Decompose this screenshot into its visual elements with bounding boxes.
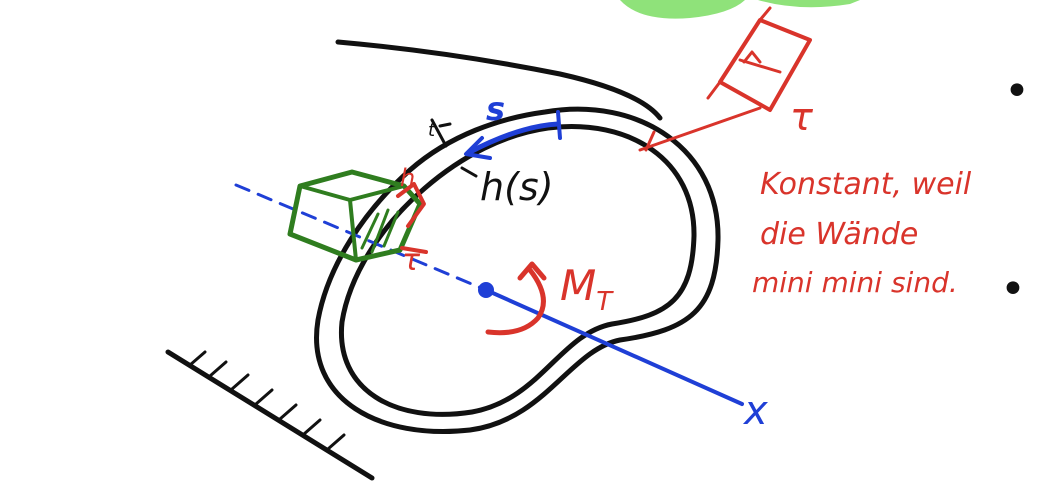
axis-line (484, 288, 744, 406)
label-s: s (486, 90, 505, 128)
axis-line-dashed (234, 183, 488, 292)
bullet-1: • (1004, 66, 1030, 117)
label-moment: MT (560, 261, 614, 317)
s-coordinate-arrow (464, 110, 562, 160)
label-tau-right: τ (790, 95, 814, 139)
torsion-moment-arrow (485, 261, 547, 336)
tube-top-line (335, 39, 663, 121)
bullet-2: • (1000, 264, 1026, 315)
label-x: x (742, 388, 768, 434)
note-line-1: Konstant, weil (760, 167, 972, 202)
highlight-blob-right (758, 0, 860, 8)
upper-element-sketch (638, 6, 812, 152)
label-tau-left: τ (402, 243, 421, 278)
handwritten-note: Konstant, weil die Wände mini mini sind. (752, 167, 972, 299)
wall-element (287, 169, 423, 263)
label-h: h (400, 164, 415, 192)
outer-wall (314, 106, 721, 434)
fixed-support (165, 349, 375, 481)
label-hs: h(s) (480, 165, 554, 209)
label-t: t (428, 120, 436, 141)
element-shear-marks (396, 182, 428, 254)
axis-center-point (478, 282, 494, 298)
thickness-marker (430, 118, 478, 178)
note-line-2: die Wände (760, 217, 918, 252)
highlight-blob-left (620, 0, 745, 19)
note-line-3: mini mini sind. (752, 266, 958, 299)
